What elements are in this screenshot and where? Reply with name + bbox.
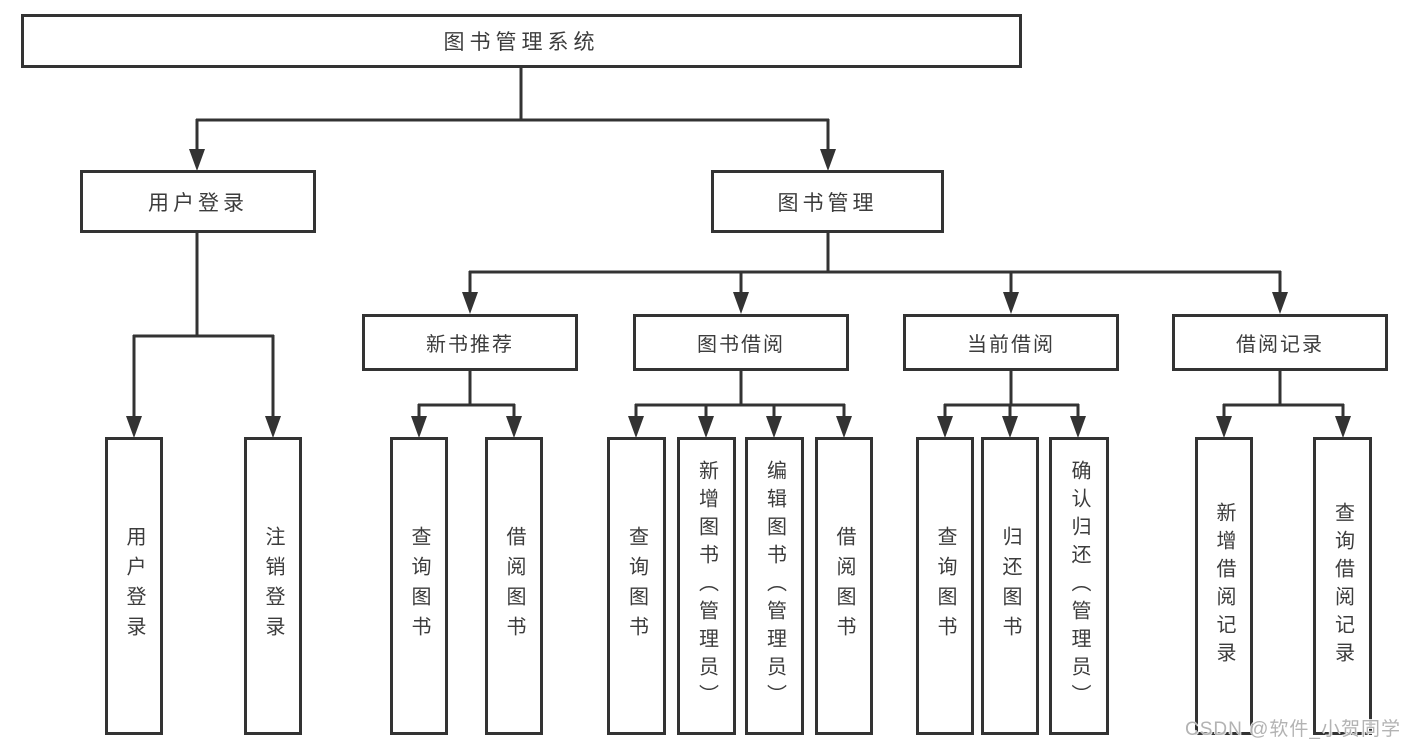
connector-newbook-to-leaves [417, 371, 516, 418]
node-library-management-system: 图书管理系统 [21, 14, 1022, 68]
leaf-confirm-return-admin: 确认归还（管理员） [1049, 437, 1109, 735]
connector-userlogin-to-leaves [132, 233, 275, 418]
leaf-return-books: 归还图书 [981, 437, 1039, 735]
node-current-borrowing: 当前借阅 [903, 314, 1119, 371]
leaf-query-books-borrowing: 查询图书 [607, 437, 666, 735]
leaf-edit-books-admin: 编辑图书（管理员） [745, 437, 804, 735]
node-borrowing-records: 借阅记录 [1172, 314, 1388, 371]
leaf-logout: 注销登录 [244, 437, 302, 735]
node-book-borrowing: 图书借阅 [633, 314, 849, 371]
connector-borrowrecords-to-leaves [1222, 371, 1345, 418]
csdn-watermark: CSDN @软件_小贺同学 [1185, 719, 1401, 740]
leaf-query-borrow-record: 查询借阅记录 [1313, 437, 1372, 735]
connector-currentborrow-to-leaves [943, 371, 1080, 418]
leaf-query-books-current: 查询图书 [916, 437, 974, 735]
connector-root-to-level2 [195, 68, 830, 151]
leaf-user-login: 用户登录 [105, 437, 163, 735]
leaf-query-books-recommend: 查询图书 [390, 437, 448, 735]
node-new-book-recommendation: 新书推荐 [362, 314, 578, 371]
leaf-borrow-books-borrowing: 借阅图书 [815, 437, 873, 735]
connector-bookmgmt-to-groups [468, 233, 1282, 294]
leaf-add-borrow-record: 新增借阅记录 [1195, 437, 1253, 735]
leaf-add-books-admin: 新增图书（管理员） [677, 437, 736, 735]
leaf-borrow-books-recommend: 借阅图书 [485, 437, 543, 735]
node-user-login: 用户登录 [80, 170, 316, 233]
connector-bookborrow-to-leaves [634, 371, 846, 418]
node-book-management: 图书管理 [711, 170, 944, 233]
